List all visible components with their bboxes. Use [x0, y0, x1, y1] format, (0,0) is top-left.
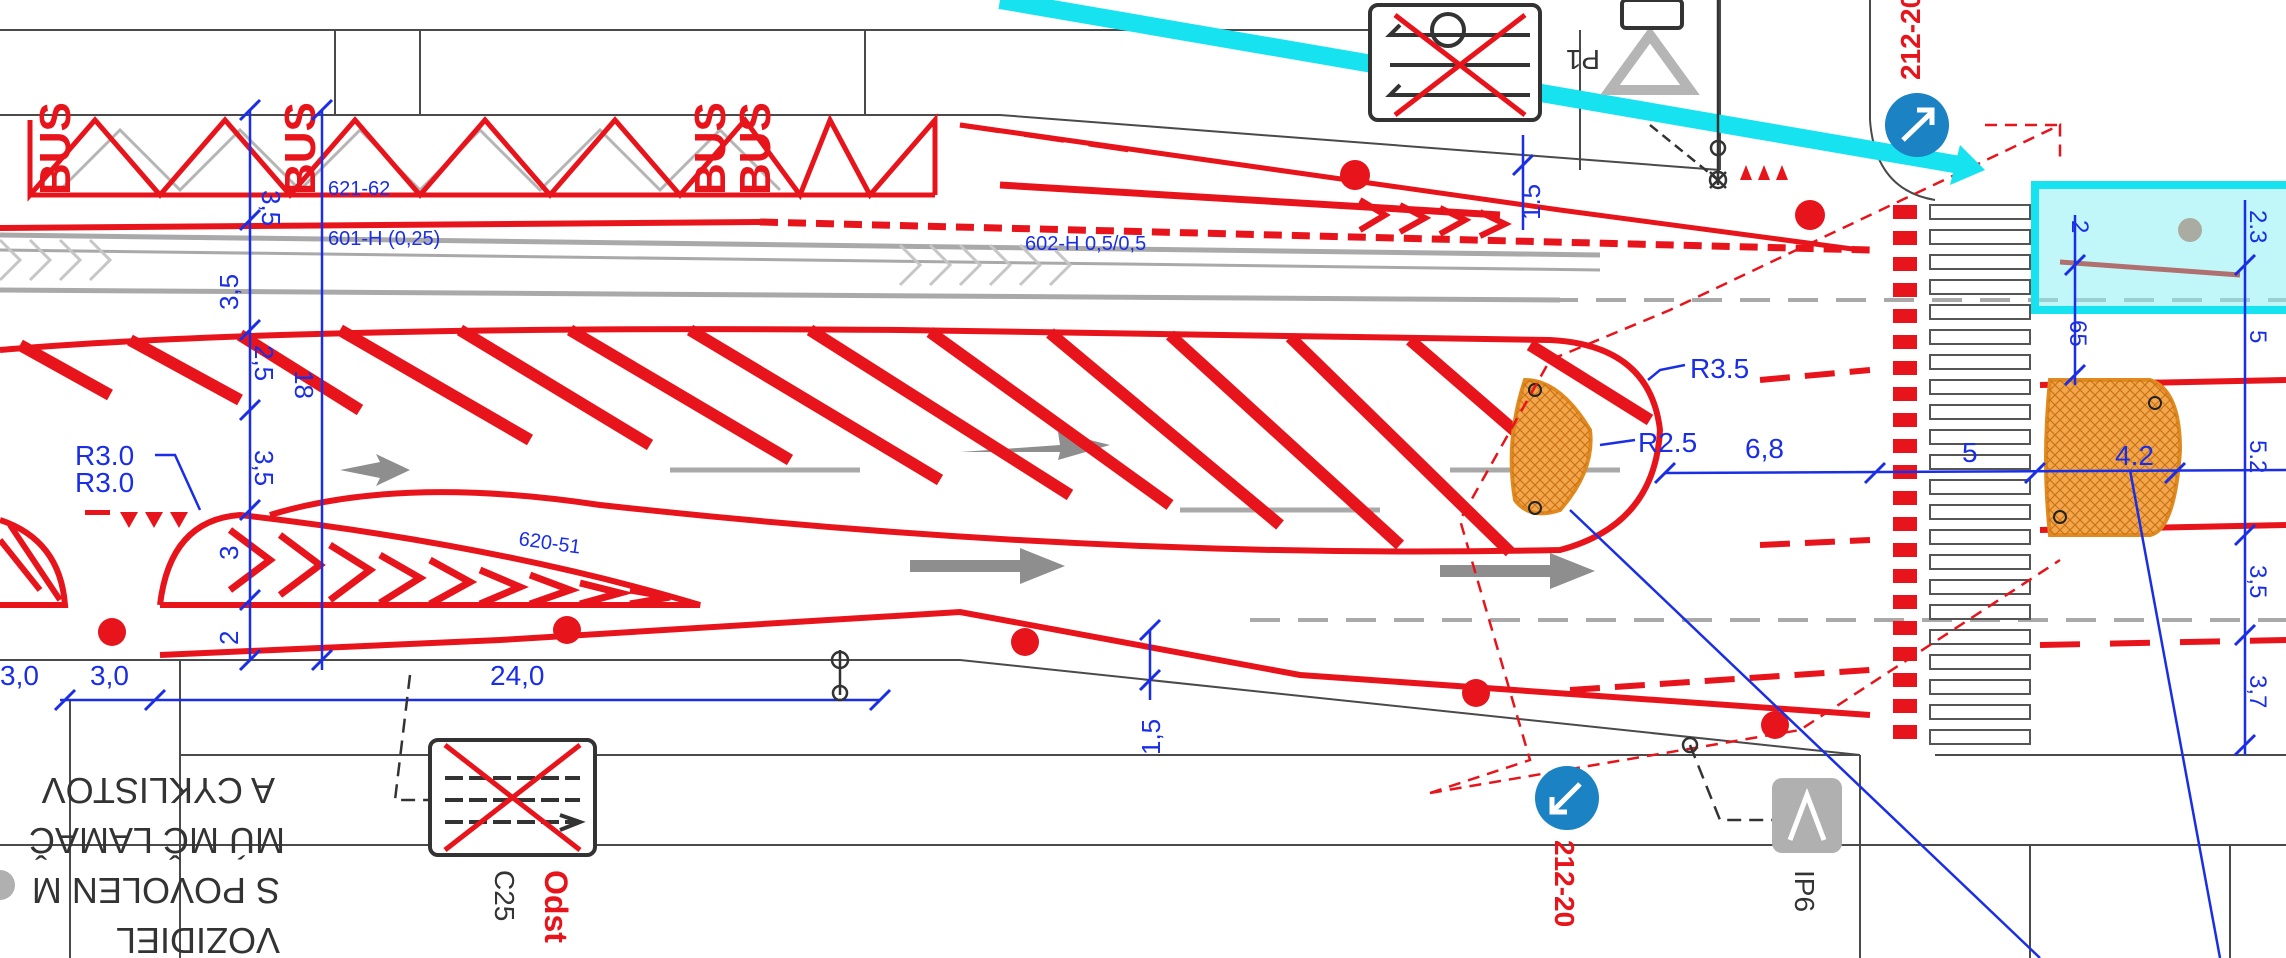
radius-r2-5: R2.5 [1638, 427, 1697, 458]
red-chevron-strip [1358, 197, 1512, 239]
dim-2-5: 2,5 [249, 345, 279, 381]
mirrored-text-block: A CYKLISTOV MÚ MČ LAMAČ S POVOLEN M VOZI… [29, 770, 285, 958]
sign-label-212-20-bottom: 212-20 [1549, 840, 1580, 927]
island-bollards [1528, 383, 2162, 524]
radius-r3-5: R3.5 [1690, 353, 1749, 384]
dim-1-5-upper: 1.5 [1516, 184, 1546, 220]
mandatory-direction-sign-bottom [1535, 766, 1599, 830]
lane-arrow-2 [910, 548, 1065, 584]
give-way-triangles [85, 165, 1788, 528]
small-sign-top [1620, 0, 1684, 30]
dim-3-0-b: 3,0 [90, 660, 129, 691]
dim-1-5-lower: 1,5 [1136, 719, 1166, 755]
bus-text-3: BUS [686, 102, 735, 195]
dim-24-0: 24,0 [490, 660, 545, 691]
marking-codes: 621-62 601-H (0,25) 602-H 0,5/0,5 620-51 [328, 178, 1146, 559]
gray-zigzag-top [58, 127, 782, 193]
bus-text-1: BUS [31, 102, 80, 195]
dimension-texts: 3,5 3,5 2,5 18 3,5 3 2 3,0 3,0 24,0 1,5 … [0, 184, 2271, 755]
dim-5: 5 [1962, 437, 1978, 468]
sign-label-p1: P1 [1566, 44, 1600, 75]
triangle-sign-icon [1600, 26, 1700, 95]
marking-620-51: 620-51 [517, 528, 582, 558]
mandatory-direction-sign-top [1885, 93, 1949, 157]
dim-6-8: 6,8 [1745, 433, 1784, 464]
dim-3-5-mid: 3,5 [249, 450, 279, 486]
dim-3-5-left: 3,5 [214, 274, 244, 310]
lane-arrow-1 [340, 454, 410, 486]
dim-3-0-a: 3,0 [0, 660, 39, 691]
marking-621-62: 621-62 [328, 178, 390, 200]
ip6-sign [1772, 778, 1842, 853]
bus-text-2: BUS [276, 102, 325, 195]
sign-label-odst: Odst [538, 870, 574, 943]
radius-r3-0-a: R3.0 [75, 440, 134, 471]
chevron-island [0, 511, 701, 608]
bus-zigzag-marking: BUS BUS BUS BUS [27, 102, 938, 202]
dim-3-5-right: 3,5 [2244, 565, 2271, 598]
sign-label-c25: C25 [489, 870, 520, 921]
dim-18: 18 [289, 370, 319, 399]
mirrored-line-3: S POVOLEN M [32, 870, 280, 911]
dim-3-7: 3,7 [2244, 675, 2271, 708]
sign-label-212-20-top: 212-20 [1895, 0, 1926, 80]
mirrored-line-2: MÚ MČ LAMAČ [29, 820, 285, 861]
lane-sign-top-crossed [1368, 3, 1542, 122]
dim-3: 3 [214, 546, 244, 560]
dim-2: 2 [214, 631, 244, 645]
dim-4-2: 4.2 [2115, 440, 2154, 471]
dim-5-right: 5 [2244, 330, 2271, 343]
radius-r3-0-b: R3.0 [75, 467, 134, 498]
tree-symbols [98, 160, 2202, 739]
dim-65: 65 [2064, 320, 2091, 347]
red-lane-lines [0, 122, 2286, 718]
dim-5-2: 5.2 [2244, 440, 2271, 473]
existing-gray-markings [0, 127, 2286, 622]
radius-labels: R3.0 R3.0 R3.5 R2.5 [75, 353, 1749, 498]
dim-2-crossing: 2 [2066, 220, 2093, 233]
hatched-median-island [0, 324, 1664, 557]
marking-602-h: 602-H 0,5/0,5 [1025, 233, 1146, 255]
mirrored-line-1: A CYKLISTOV [42, 770, 275, 811]
pedestrian-crossing [1893, 204, 2031, 745]
sign-label-ip6: IP6 [1789, 870, 1820, 912]
gray-chevron-band [0, 238, 1073, 287]
left-edge-sign [0, 870, 15, 900]
mirrored-line-4: VOZIDIEL [116, 920, 280, 958]
sign-posts [393, 0, 1780, 822]
dim-2-3: 2.3 [2244, 210, 2271, 243]
marking-601-h: 601-H (0,25) [328, 228, 440, 250]
dimension-lines [53, 98, 2286, 958]
lane-arrow-3 [1440, 553, 1595, 589]
c25-sign-crossed [428, 738, 597, 857]
bus-text-4: BUS [731, 102, 780, 195]
dim-3-5-top: 3,5 [256, 190, 286, 226]
